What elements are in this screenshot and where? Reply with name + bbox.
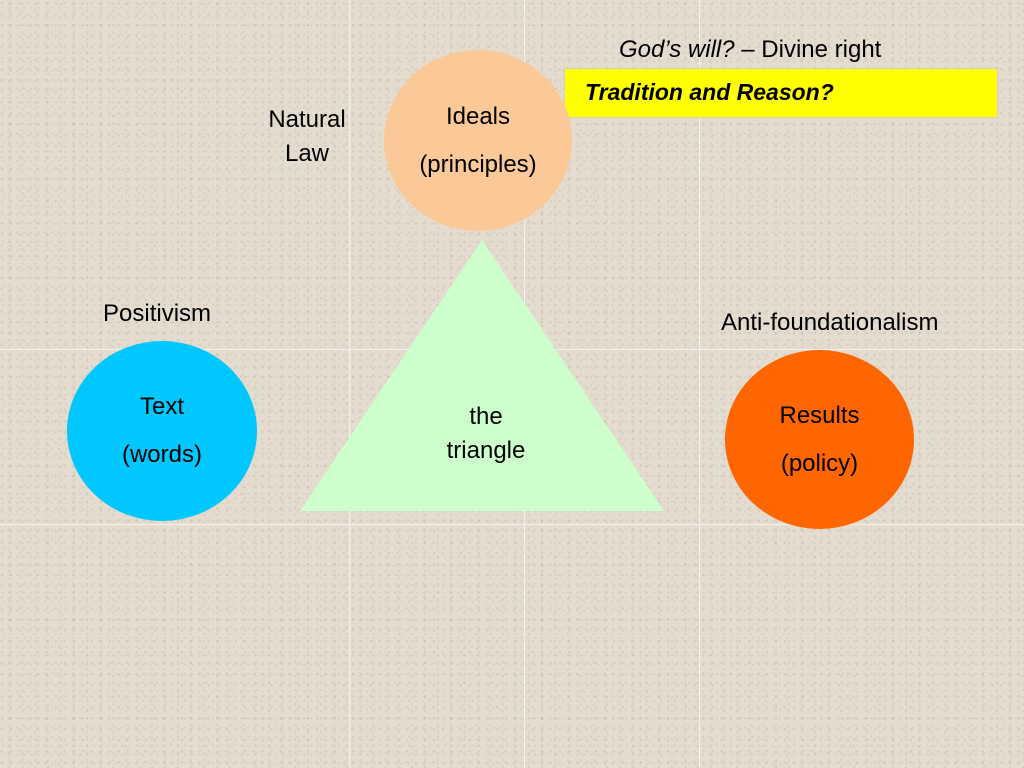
gods-will-caption: God’s will? – Divine right (619, 35, 881, 65)
grid-line (699, 0, 700, 768)
principles-label: (principles) (419, 150, 537, 178)
results-circle: Results (policy) (725, 350, 914, 529)
text-label: Text (139, 393, 184, 420)
text-circle: Text (words) (67, 341, 257, 521)
tradition-reason-box: Tradition and Reason? (564, 68, 998, 118)
natural-law-line1: Natural (268, 106, 346, 133)
divine-right-text: – Divine right (734, 36, 882, 63)
results-label: Results (779, 401, 860, 429)
grid-line (0, 524, 1024, 525)
gods-will-text: God’s will? (619, 36, 735, 63)
words-label: (words) (121, 441, 202, 468)
positivism-label: Positivism (103, 300, 212, 327)
natural-law-label: Natural Law (268, 103, 345, 171)
triangle-label-line2: triangle (446, 437, 526, 464)
ideals-label: Ideals (445, 102, 511, 130)
anti-foundationalism-label: Anti-foundationalism (721, 309, 939, 336)
grid-line (349, 0, 350, 768)
natural-law-line2: Law (284, 140, 330, 167)
triangle-shape (300, 240, 664, 511)
tradition-reason-text: Tradition and Reason? (585, 79, 834, 105)
triangle-label-line1: the (469, 403, 503, 430)
policy-label: (policy) (780, 449, 859, 477)
ideals-circle: Ideals (principles) (384, 50, 572, 231)
